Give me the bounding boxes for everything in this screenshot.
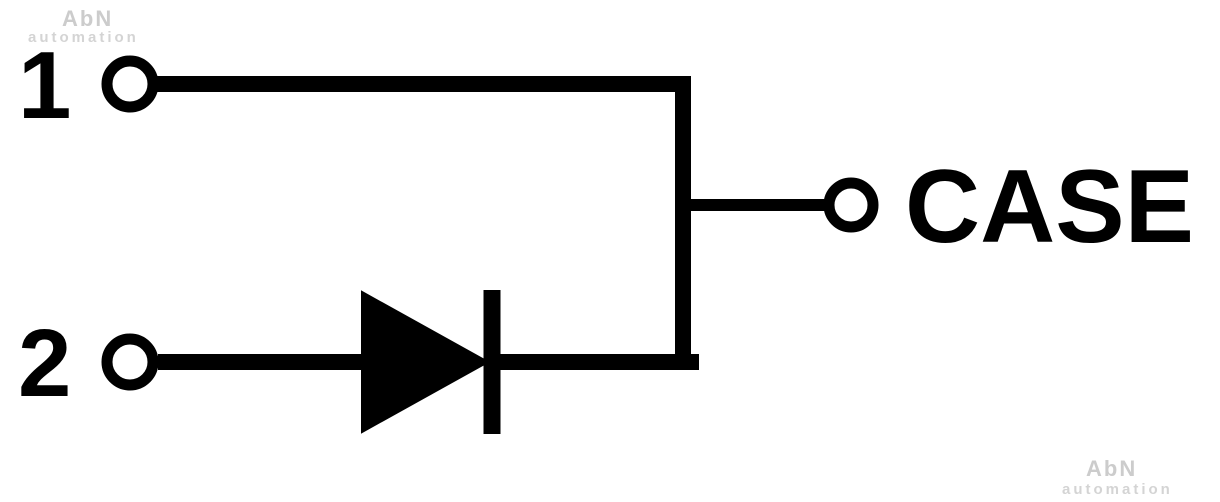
- watermark-line1-text: AbN: [62, 6, 113, 31]
- watermark-bottom-right: AbN automation: [1062, 456, 1173, 498]
- terminal-1-label: 1: [18, 32, 71, 139]
- diode-symbol: [361, 290, 501, 434]
- terminal-2-node: [101, 333, 159, 391]
- case-label: CASE: [905, 149, 1194, 265]
- diode-anode-triangle: [361, 290, 491, 434]
- case-node: [823, 177, 879, 233]
- watermark-top-left: AbN automation: [28, 6, 139, 46]
- watermark-line2-text: automation: [28, 29, 139, 46]
- terminal-1-node: [101, 55, 159, 113]
- watermark-line2-text: automation: [1062, 481, 1173, 498]
- watermark-line1-text: AbN: [1086, 456, 1137, 481]
- wire-terminal1-to-bus: [150, 76, 691, 370]
- terminal-2-label: 2: [18, 310, 71, 417]
